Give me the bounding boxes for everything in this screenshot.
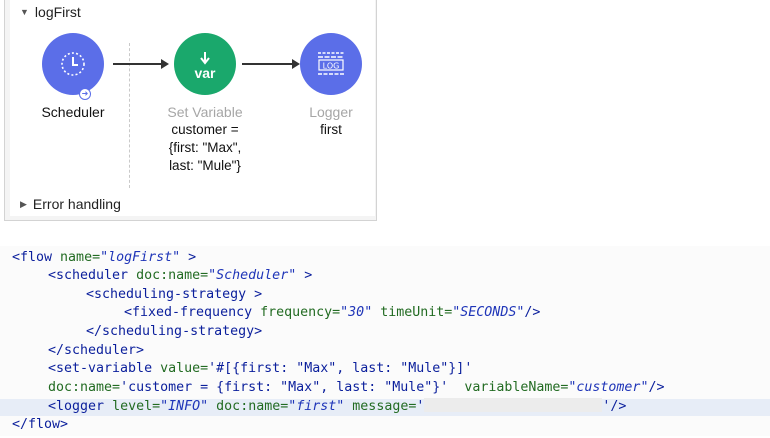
log-icon-text: LOG <box>323 62 340 71</box>
clock-icon <box>61 52 85 76</box>
logger-label: Logger <box>309 104 353 120</box>
set-variable-node[interactable]: var Set Variable customer = {first: "Max… <box>155 33 255 175</box>
flow-canvas: ▼ logFirst ➜ Scheduler <box>4 0 377 221</box>
scheduler-node[interactable]: ➜ Scheduler <box>28 33 118 121</box>
down-arrow-icon <box>200 52 210 65</box>
connector-arrow <box>242 58 300 70</box>
code-line-7: <set-variable value='#[{first: "Max", la… <box>48 361 473 376</box>
set-variable-detail-3: last: "Mule"} <box>169 158 241 173</box>
code-line-1: <flow name="logFirst" > <box>12 250 197 265</box>
set-variable-circle[interactable]: var <box>174 33 236 95</box>
flow-title-row[interactable]: ▼ logFirst <box>20 2 81 22</box>
log-icon: LOG <box>318 52 344 75</box>
code-line-3: <scheduling-strategy > <box>86 287 263 302</box>
xml-editor[interactable]: <flow name="logFirst" > <scheduler doc:n… <box>0 246 770 436</box>
source-arrow-icon: ➜ <box>79 88 91 100</box>
code-line-4: <fixed-frequency frequency="30" timeUnit… <box>124 305 541 320</box>
code-line-8: doc:name='customer = {first: "Max", last… <box>48 380 665 395</box>
var-icon-text: var <box>194 65 216 81</box>
code-line-9: <logger level="INFO" doc:name="first" me… <box>48 398 627 414</box>
expand-triangle-icon[interactable]: ▶ <box>20 198 27 209</box>
collapse-triangle-icon[interactable]: ▼ <box>20 7 29 17</box>
code-line-5: </scheduling-strategy> <box>86 324 263 339</box>
source-divider <box>129 43 130 188</box>
code-line-6: </scheduler> <box>48 343 145 358</box>
code-line-2: <scheduler doc:name="Scheduler" > <box>48 268 313 283</box>
logger-circle[interactable]: LOG <box>300 33 362 95</box>
redacted-message <box>424 398 603 412</box>
connector-arrow <box>113 58 169 70</box>
error-handling-label: Error handling <box>32 196 121 212</box>
set-variable-detail-1: customer = <box>171 122 239 137</box>
logger-detail: first <box>320 122 342 137</box>
logger-node[interactable]: LOG Logger first <box>286 33 376 139</box>
set-variable-label: Set Variable <box>167 104 243 120</box>
set-variable-detail-2: {first: "Max", <box>168 140 242 155</box>
scheduler-circle[interactable]: ➜ <box>42 33 104 100</box>
error-handling-row[interactable]: ▶ Error handling <box>20 194 121 214</box>
code-line-10: </flow> <box>12 417 69 432</box>
scheduler-label: Scheduler <box>41 104 105 120</box>
flow-canvas-inner: ▼ logFirst ➜ Scheduler <box>10 0 375 216</box>
flow-title: logFirst <box>34 4 81 20</box>
